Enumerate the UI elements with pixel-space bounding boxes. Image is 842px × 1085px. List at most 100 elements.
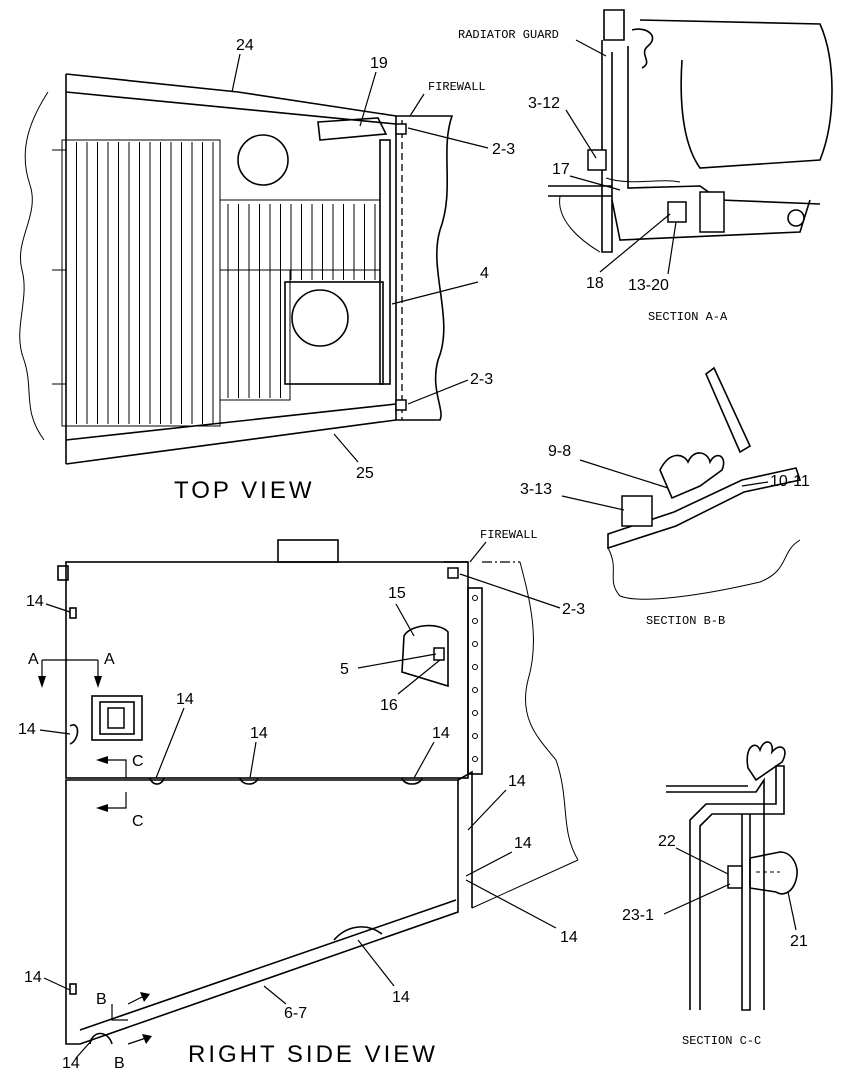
callout-14-b: 14: [18, 721, 36, 738]
upper-side-panel: [65, 561, 469, 779]
callout-2-3-lower: 2-3: [470, 371, 493, 388]
bolt-22: [727, 865, 743, 889]
callout-24: 24: [236, 37, 254, 54]
callout-2-3-side: 2-3: [562, 601, 585, 618]
strip-hole: [472, 618, 478, 624]
upper-port-circle: [237, 134, 289, 186]
section-marker-a-right: A: [104, 651, 115, 668]
lower-side-panel: [65, 779, 459, 1045]
callout-14-e: 14: [432, 725, 450, 742]
callout-16: 16: [380, 697, 398, 714]
bottom-guard-edge: [65, 403, 397, 441]
bolt-3-12: [587, 149, 607, 171]
radiator-guard-sheet: [601, 40, 613, 253]
right-side-view-title: RIGHT SIDE VIEW: [188, 1041, 438, 1068]
rubber-seal: [631, 28, 654, 69]
bolt-top: [395, 123, 407, 135]
pivot-pin: [787, 209, 805, 227]
lower-mount: [611, 199, 811, 241]
guard-channel-cc: [689, 765, 785, 1010]
radiator-core-bars: [65, 142, 376, 424]
callout-14-f: 14: [508, 773, 526, 790]
callout-10-11: 10-11: [770, 473, 810, 490]
callout-4: 4: [480, 265, 489, 282]
side-handle: [401, 624, 449, 688]
section-marker-b-lower: B: [114, 1055, 125, 1072]
top-cap: [277, 539, 339, 563]
side-break-line: [519, 561, 579, 861]
firewall-strip: [467, 587, 483, 775]
callout-14-h: 14: [560, 929, 578, 946]
isolator-21: [749, 851, 798, 895]
callout-14-j: 14: [392, 989, 410, 1006]
latch-housing: [91, 695, 143, 741]
nut-18: [667, 201, 687, 223]
section-c-c: 22 23-1 21 SECTION C-C: [622, 741, 808, 1048]
top-guard-lip: [65, 73, 397, 117]
section-b-b-title: SECTION B-B: [646, 614, 725, 628]
strip-hole: [472, 641, 478, 647]
callout-17: 17: [552, 161, 570, 178]
bolt-3-13: [621, 495, 653, 527]
section-c-c-title: SECTION C-C: [682, 1034, 761, 1048]
callout-23-1: 23-1: [622, 907, 654, 924]
bracket-4: [379, 139, 391, 385]
callout-6-7: 6-7: [284, 1005, 307, 1022]
radiator-core: [61, 139, 381, 427]
section-a-a: RADIATOR GUARD 3-12 17 18 13-20 SECTION …: [458, 9, 833, 324]
isolator: [699, 191, 725, 233]
section-marker-b-upper: B: [96, 991, 107, 1008]
strip-hole: [472, 733, 478, 739]
top-view-break-line-left: [19, 91, 49, 441]
callout-14-c: 14: [176, 691, 194, 708]
callout-9-8: 9-8: [548, 443, 571, 460]
firewall-plate: [395, 115, 454, 421]
inner-sheet-cc: [741, 814, 751, 1011]
seal-cc: [746, 741, 786, 782]
callout-14-d: 14: [250, 725, 268, 742]
bottom-guard-lip: [65, 419, 397, 465]
firewall-label-top: FIREWALL: [428, 80, 486, 94]
callout-3-13: 3-13: [520, 481, 552, 498]
right-side-view-callouts: FIREWALL 2-3 14 15 5 16 14 14 14 14 14 1…: [18, 528, 585, 1072]
callout-13-20: 13-20: [628, 277, 669, 294]
strip-hole: [472, 687, 478, 693]
strip-hole: [472, 595, 478, 601]
section-b-b: 9-8 3-13 10-11 SECTION B-B: [520, 366, 810, 628]
section-marker-a-left: A: [28, 651, 39, 668]
cab-body: [639, 19, 833, 169]
section-marker-c-lower: C: [132, 813, 144, 830]
callout-25: 25: [356, 465, 374, 482]
upper-sheet-cc: [666, 777, 765, 1010]
lower-port-circle: [291, 289, 349, 347]
bolt-2-3-side: [447, 567, 459, 579]
callout-5: 5: [340, 661, 349, 678]
section-a-a-title: SECTION A-A: [648, 310, 728, 324]
floor-plate-bb: [607, 467, 802, 550]
callout-19: 19: [370, 55, 388, 72]
mount-frame: [627, 46, 821, 205]
callout-14-g: 14: [514, 835, 532, 852]
access-plate: [284, 281, 384, 385]
top-view-title: TOP VIEW: [174, 477, 314, 504]
callout-14-k: 14: [62, 1055, 80, 1072]
latch-handle: [107, 707, 125, 729]
clip-19: [317, 117, 388, 141]
callout-21: 21: [790, 933, 808, 950]
bottom-bump: [333, 926, 383, 941]
right-side-view: A A C C B B: [28, 539, 579, 1072]
top-guard-edge: [65, 91, 397, 125]
firewall-strip-holes: [472, 595, 478, 762]
guard-edge-bb: [705, 366, 752, 454]
strip-hole: [472, 710, 478, 716]
bolt-bottom: [395, 399, 407, 411]
strip-hole: [472, 756, 478, 762]
callout-3-12: 3-12: [528, 95, 560, 112]
callout-18: 18: [586, 275, 604, 292]
callout-14-i: 14: [24, 969, 42, 986]
seal-bb: [659, 452, 725, 500]
callout-14-a: 14: [26, 593, 44, 610]
top-view: [19, 73, 454, 465]
